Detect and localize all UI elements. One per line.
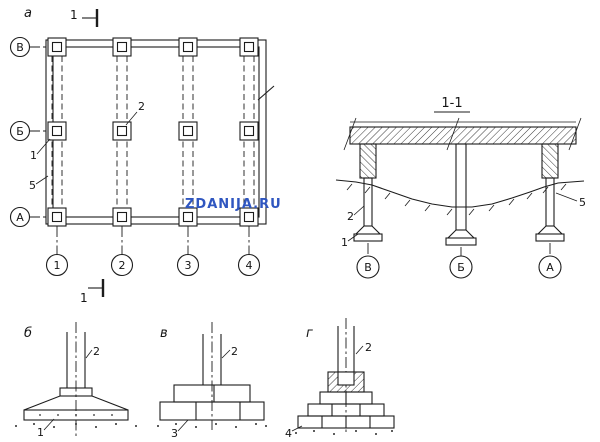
detail-block-footing: в 2 3 bbox=[157, 322, 267, 440]
section-cut-mark-top: 1 bbox=[70, 8, 99, 27]
svg-text:5: 5 bbox=[579, 196, 586, 209]
section-axis-b: Б bbox=[449, 247, 473, 279]
detail-brick-footing: г 2 4 bbox=[285, 318, 395, 440]
break-mark bbox=[446, 117, 460, 151]
section-cut-mark-bottom: 1 bbox=[80, 279, 105, 305]
section-callout-footing: 1 bbox=[341, 233, 359, 249]
plan-col-axis-1: 1 bbox=[45, 226, 69, 277]
axis-label: Б bbox=[16, 125, 24, 138]
plan-callout-column: 2 bbox=[125, 100, 145, 126]
detail-callout-column: 2 bbox=[355, 341, 372, 355]
section-cut-number: 1 bbox=[70, 8, 78, 22]
section-title: 1-1 bbox=[441, 96, 462, 111]
svg-text:4: 4 bbox=[285, 427, 292, 440]
svg-text:2: 2 bbox=[347, 210, 354, 223]
detail-label: г bbox=[306, 326, 313, 341]
break-mark bbox=[343, 117, 357, 151]
section-axis-v: В bbox=[356, 243, 380, 279]
detail-callout-column: 2 bbox=[221, 345, 238, 359]
break-mark bbox=[257, 85, 275, 101]
svg-text:1: 1 bbox=[37, 426, 44, 439]
foundation-beam-dashed-lines bbox=[51, 56, 255, 208]
plan-row-axis-a: А bbox=[9, 206, 46, 228]
axis-label: В bbox=[364, 261, 372, 274]
section-slab bbox=[343, 117, 582, 151]
plan-col-axis-3: 3 bbox=[176, 226, 200, 277]
axis-label: А bbox=[16, 211, 24, 224]
plan-row-axis-b: Б bbox=[9, 120, 46, 142]
watermark: ZDANIJA.RU bbox=[185, 197, 282, 212]
axis-label: 1 bbox=[54, 259, 61, 272]
plan-columns-row-b bbox=[47, 121, 259, 141]
section-walls-columns bbox=[359, 143, 559, 231]
section-footings bbox=[353, 225, 565, 246]
plan-row-axis-v: В bbox=[9, 36, 46, 58]
section-axis-a: А bbox=[538, 243, 562, 279]
detail-callout-footing: 1 bbox=[37, 418, 55, 439]
detail-callout-footing: 4 bbox=[285, 425, 303, 440]
plan-label: а bbox=[24, 6, 32, 21]
svg-text:1: 1 bbox=[30, 149, 37, 162]
plan-callout-footing: 1 bbox=[30, 138, 51, 162]
svg-text:2: 2 bbox=[231, 345, 238, 358]
svg-text:2: 2 bbox=[93, 345, 100, 358]
plan-col-axis-4: 4 bbox=[237, 226, 261, 277]
detail-label: б bbox=[24, 326, 32, 341]
svg-text:3: 3 bbox=[171, 427, 178, 440]
svg-text:5: 5 bbox=[29, 179, 36, 192]
axis-label: 3 bbox=[185, 259, 192, 272]
axis-label: Б bbox=[457, 261, 465, 274]
axis-label: 4 bbox=[246, 259, 253, 272]
section-ground bbox=[335, 179, 585, 216]
section-callout-beam: 5 bbox=[555, 192, 586, 209]
break-mark bbox=[568, 117, 582, 151]
svg-text:2: 2 bbox=[365, 341, 372, 354]
svg-text:1: 1 bbox=[341, 236, 348, 249]
detail-callout-column: 2 bbox=[85, 345, 100, 359]
section-callout-column: 2 bbox=[347, 205, 365, 223]
section-view: 1-1 bbox=[335, 96, 586, 279]
detail-callout-footing: 3 bbox=[171, 419, 189, 440]
axis-label: А bbox=[546, 261, 554, 274]
plan-callout-beam: 5 bbox=[29, 175, 49, 192]
section-cut-number: 1 bbox=[80, 291, 88, 305]
axis-label: В bbox=[16, 41, 24, 54]
plan-col-axis-2: 2 bbox=[110, 226, 134, 277]
plan-view: а 1 1 bbox=[9, 6, 282, 305]
detail-monolithic-footing: б 2 1 bbox=[15, 322, 137, 439]
axis-label: 2 bbox=[119, 259, 126, 272]
detail-label: в bbox=[160, 326, 168, 341]
plan-columns-row-a bbox=[47, 207, 259, 227]
plan-columns-row-v bbox=[47, 37, 259, 57]
svg-text:2: 2 bbox=[138, 100, 145, 113]
